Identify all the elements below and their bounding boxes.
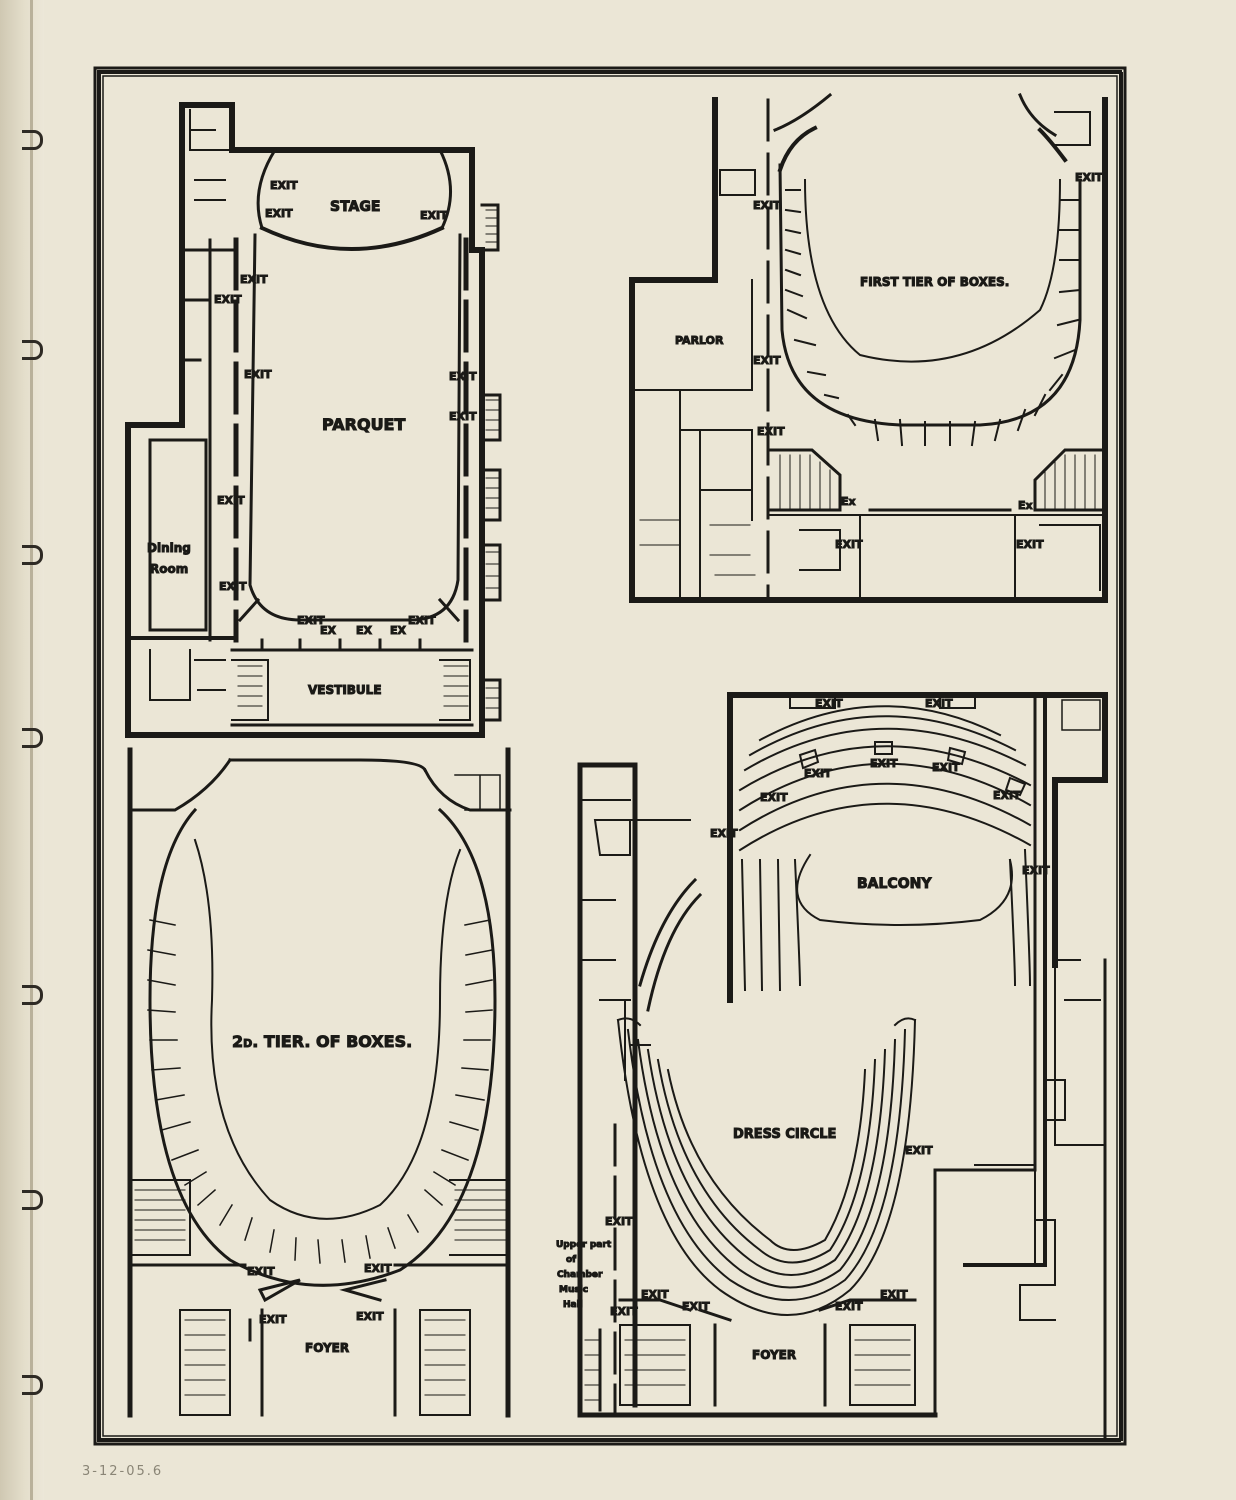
staple: [22, 545, 43, 565]
balcony-dress-labels: BALCONY DRESS CIRCLE FOYER Upper part of…: [556, 697, 1051, 1363]
box-partitions: [147, 919, 493, 1264]
dining-room-label-2: Room: [150, 562, 188, 576]
exit-label: EXIT: [270, 179, 298, 192]
dress-circle-label: DRESS CIRCLE: [733, 1127, 836, 1142]
exit-label: EXIT: [297, 614, 325, 627]
chamber-music-hall-label-4: Music: [559, 1285, 588, 1295]
exit-label: EXIT: [710, 827, 738, 840]
exit-label: EXIT: [925, 697, 953, 710]
exit-label: EXIT: [815, 697, 843, 710]
exit-label: EXIT: [682, 1300, 710, 1313]
exit-label: EXIT: [993, 789, 1021, 802]
exit-label: EXIT: [449, 410, 477, 423]
second-tier-label: 2d. TIER. OF BOXES.: [232, 1032, 412, 1051]
foyer-left-label: FOYER: [305, 1341, 349, 1355]
exit-label: EXIT: [247, 1265, 275, 1278]
parquet-labels: STAGE PARQUET VESTIBULE Dining Room EXIT…: [147, 179, 478, 698]
foyer-right-label: FOYER: [752, 1348, 796, 1362]
staple: [22, 1190, 43, 1210]
exit-label: EXIT: [449, 370, 477, 383]
exit-label: EXIT: [760, 791, 788, 804]
exit-label: EXIT: [214, 293, 242, 306]
exit-label: EXIT: [804, 767, 832, 780]
exit-label: EXIT: [905, 1144, 933, 1157]
exit-label: EXIT: [364, 1262, 392, 1275]
exit-label: EXIT: [753, 199, 781, 212]
balcony-plan: [727, 692, 1108, 1442]
page-fold: [30, 0, 33, 1500]
parquet-label: PARQUET: [322, 415, 405, 434]
first-tier-plan: [629, 92, 1108, 603]
ex-label: EX: [390, 624, 407, 637]
exit-label: EXIT: [1075, 171, 1103, 184]
ex-label: Ex: [841, 495, 856, 508]
exit-label: EXIT: [641, 1288, 669, 1301]
dress-circle-plan: [577, 762, 938, 1418]
exit-label: EXIT: [265, 207, 293, 220]
second-tier-labels: 2d. TIER. OF BOXES. FOYER EXIT EXIT EXIT…: [232, 1032, 413, 1356]
exit-label: EXIT: [408, 614, 436, 627]
exit-label: EXIT: [240, 273, 268, 286]
exit-label: EXIT: [1016, 538, 1044, 551]
exit-label: EXIT: [420, 209, 448, 222]
chamber-music-hall-label-5: Hall: [563, 1300, 583, 1310]
ex-label: EX: [320, 624, 337, 637]
exit-label: EXIT: [753, 354, 781, 367]
parlor-label: PARLOR: [675, 334, 724, 347]
exit-label: EXIT: [757, 425, 785, 438]
exit-label: EXIT: [605, 1215, 633, 1228]
ex-label: Ex: [1018, 499, 1033, 512]
first-tier-labels: FIRST TIER OF BOXES. PARLOR EXIT EXIT EX…: [675, 171, 1104, 552]
stage-label: STAGE: [330, 199, 380, 215]
vestibule-label: VESTIBULE: [308, 683, 382, 697]
exit-label: EXIT: [870, 757, 898, 770]
staple: [22, 1375, 43, 1395]
exit-label: EXIT: [219, 580, 247, 593]
ex-label: EX: [356, 624, 373, 637]
exit-label: EXIT: [880, 1288, 908, 1301]
chamber-music-hall-label-2: of: [566, 1255, 576, 1265]
exit-label: EXIT: [835, 1300, 863, 1313]
parquet-plan: [125, 102, 502, 738]
staple: [22, 130, 43, 150]
exit-label: EXIT: [932, 761, 960, 774]
exit-label: EXIT: [244, 368, 272, 381]
binding-spine: [0, 0, 44, 1500]
staple: [22, 340, 43, 360]
exit-label: EXIT: [610, 1305, 638, 1318]
staple: [22, 728, 43, 748]
exit-label: EXIT: [1022, 864, 1050, 877]
archive-annotation: 3-12-05.6: [82, 1464, 164, 1479]
exit-label: EXIT: [835, 538, 863, 551]
exit-label: EXIT: [356, 1310, 384, 1323]
exit-label: EXIT: [217, 494, 245, 507]
first-tier-label: FIRST TIER OF BOXES.: [860, 275, 1009, 289]
staple: [22, 985, 43, 1005]
chamber-music-hall-label-1: Upper part: [556, 1240, 612, 1250]
exit-label: EXIT: [259, 1313, 287, 1326]
dining-room-label-1: Dining: [147, 541, 191, 555]
balcony-label: BALCONY: [857, 876, 932, 892]
second-tier-plan: [127, 747, 512, 1418]
page-border: [93, 66, 1127, 1446]
chamber-music-hall-label-3: Chamber: [557, 1270, 603, 1280]
